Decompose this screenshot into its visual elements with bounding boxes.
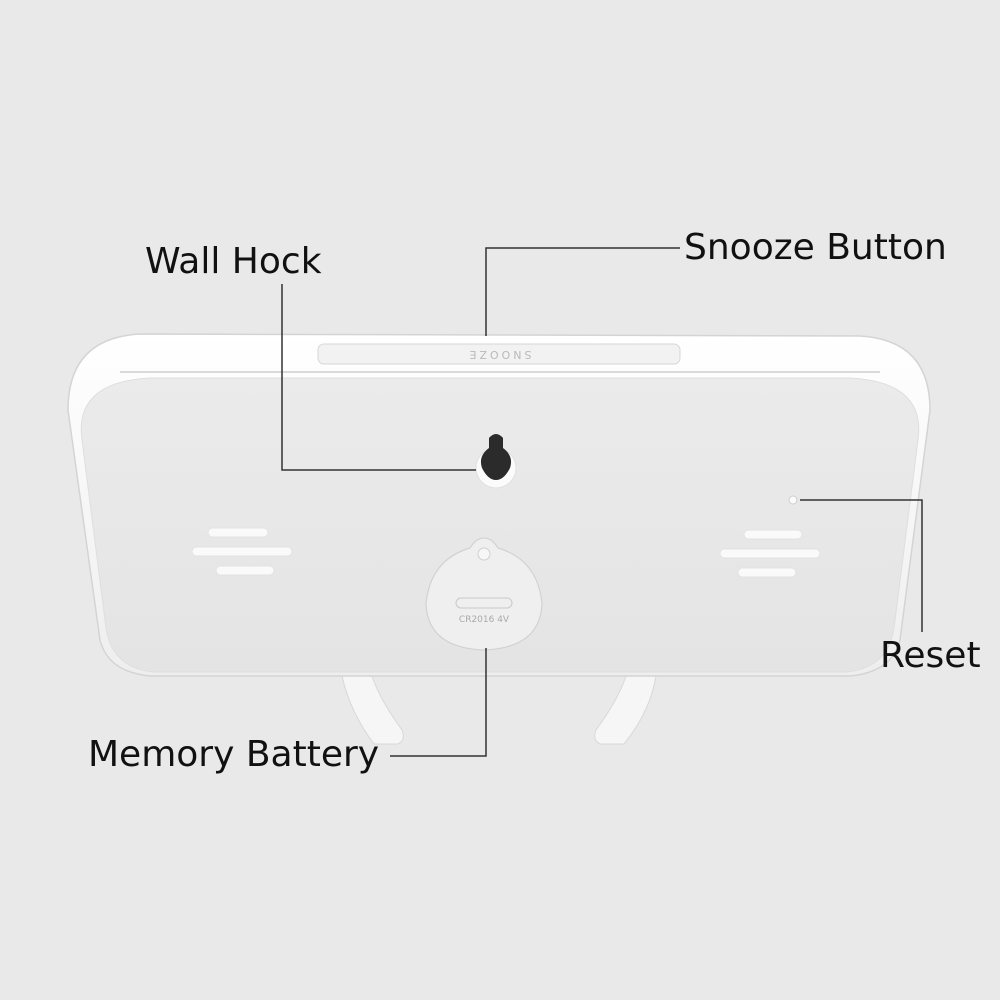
leader-battery [390,648,487,757]
stand-leg-left [341,675,404,745]
wall-hook-keyhole [480,434,512,480]
snooze-engraving: SNOOZE [466,348,531,361]
leader-snooze [485,247,680,336]
vent-right [719,529,821,578]
battery-cover-text: CR2016 4V [459,615,510,625]
battery-cover[interactable]: CR2016 4V [425,537,543,651]
label-wall-hook: Wall Hock [145,241,322,282]
reset-hole[interactable] [788,495,798,505]
label-snooze-button: Snooze Button [684,227,947,268]
back-panel [80,377,920,673]
stand-leg-right [594,675,657,745]
leader-wall-hook [281,284,476,471]
label-memory-battery: Memory Battery [88,734,380,775]
label-reset: Reset [880,635,981,676]
snooze-button[interactable] [317,343,681,365]
leader-reset [800,499,923,632]
vent-left [191,527,293,576]
